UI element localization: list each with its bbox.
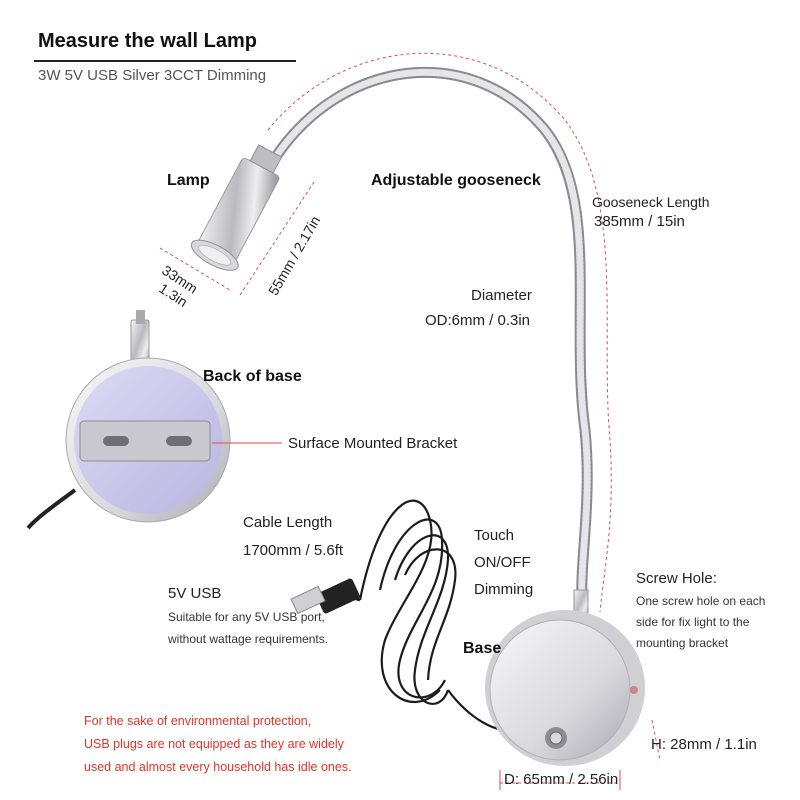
diameter-value: OD:6mm / 0.3in (425, 312, 531, 329)
diameter-label: Diameter (471, 287, 532, 304)
base-label: Base (463, 640, 502, 657)
title-underline (34, 60, 296, 62)
touch-line2: ON/OFF (474, 554, 531, 571)
usb-plug (290, 578, 361, 615)
notice-line2: USB plugs are not equipped as they are w… (84, 737, 344, 751)
base-height-dimension: H: 28mm / 1.1in (651, 736, 757, 753)
gooseneck-dimension-line (267, 52, 612, 613)
notice-line3: used and almost every household has idle… (84, 760, 352, 774)
back-of-base-label: Back of base (203, 368, 302, 385)
gooseneck-label: Adjustable gooseneck (371, 172, 541, 189)
screw-hole-line1: One screw hole on each (636, 594, 766, 608)
notice-line1: For the sake of environmental protection… (84, 714, 312, 728)
lamp-head (190, 144, 283, 271)
touch-line3: Dimming (474, 581, 534, 598)
usb-label: 5V USB (168, 585, 222, 602)
screw-hole-line3: mounting bracket (636, 636, 729, 650)
page-title: Measure the wall Lamp (38, 30, 257, 52)
lamp-label: Lamp (167, 172, 210, 189)
page-subtitle: 3W 5V USB Silver 3CCT Dimming (38, 67, 267, 84)
usb-note-line1: Suitable for any 5V USB port, (168, 610, 325, 624)
gooseneck-length-label: Gooseneck Length (592, 194, 710, 210)
screw-hole-label: Screw Hole: (636, 570, 717, 587)
back-of-base (65, 310, 282, 523)
usb-note-line2: without wattage requirements. (168, 632, 329, 646)
screw-hole-line2: side for fix light to the (636, 615, 750, 629)
touch-line1: Touch (474, 527, 515, 544)
cable-coil (358, 499, 513, 731)
gooseneck-length-value: 385mm / 15in (594, 213, 685, 230)
base-diameter-dimension: D: 65mm / 2.56in (504, 771, 619, 788)
cable-length-value: 1700mm / 5.6ft (243, 542, 344, 559)
cable-length-label: Cable Length (243, 514, 333, 531)
bracket-label: Surface Mounted Bracket (288, 435, 458, 452)
base-unit (485, 589, 645, 766)
